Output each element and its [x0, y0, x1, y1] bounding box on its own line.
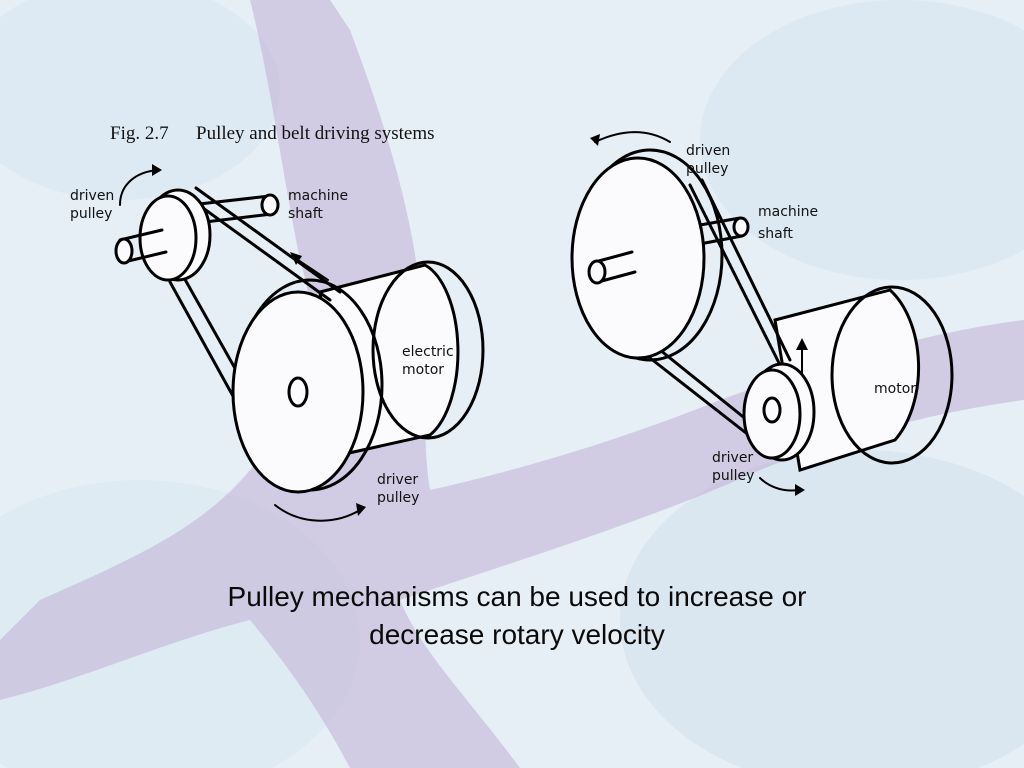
left-pulley-system: driven pulley machine shaft electric mot… [70, 164, 485, 522]
slide-caption-line-1: Pulley mechanisms can be used to increas… [227, 581, 807, 612]
right-driven-pulley [570, 148, 724, 362]
right-pulley-system: driven pulley machine shaft motor driver… [570, 131, 954, 496]
arrowhead-icon [152, 164, 162, 176]
figure-number: Fig. 2.7 [110, 123, 169, 144]
arrowhead-icon [795, 484, 805, 496]
slide-caption: Pulley mechanisms can be used to increas… [112, 578, 922, 654]
right-driver-label-1: driver [712, 450, 753, 466]
right-shaft-label-1: machine [758, 204, 818, 220]
left-shaft-label-2: shaft [288, 206, 323, 222]
right-driver-label-2: pulley [712, 468, 754, 484]
left-driven-pulley [114, 188, 212, 282]
arrowhead-icon [356, 503, 366, 516]
left-motor-label-2: motor [402, 362, 444, 378]
left-driver-rotation-arrow [274, 504, 361, 522]
right-motor-label: motor [874, 381, 916, 397]
left-driver-label-1: driver [377, 472, 418, 488]
arrowhead-icon [590, 134, 600, 146]
right-shaft-label-2: shaft [758, 226, 793, 242]
right-driver-rotation-arrow [759, 477, 799, 492]
left-driver-pulley [231, 278, 384, 494]
right-driven-label-1: driven [686, 143, 730, 159]
right-driver-pulley [742, 362, 816, 462]
figure-title: Pulley and belt driving systems [196, 123, 435, 144]
right-driven-label-2: pulley [686, 161, 728, 177]
left-driver-label-2: pulley [377, 490, 419, 506]
left-motor-label-1: electric [402, 344, 454, 360]
right-machine-shaft [698, 216, 750, 245]
left-shaft-label-1: machine [288, 188, 348, 204]
left-driven-label-2: pulley [70, 206, 112, 222]
arrowhead-icon [290, 252, 302, 265]
right-driven-rotation-arrow [594, 131, 671, 143]
slide-caption-line-2: decrease rotary velocity [369, 619, 665, 650]
left-driven-label-1: driven [70, 188, 114, 204]
arrowhead-icon [796, 338, 808, 350]
left-belt-direction-arrow [294, 257, 329, 281]
